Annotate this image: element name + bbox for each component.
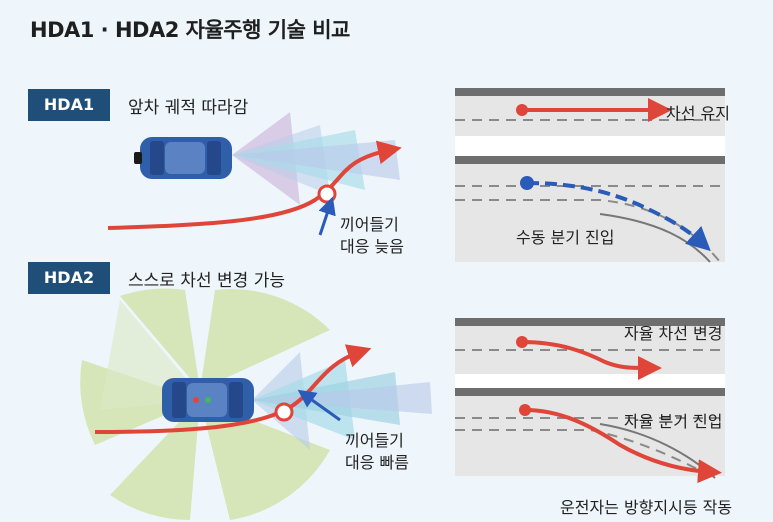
hda1-subtitle: 앞차 궤적 따라감 xyxy=(128,98,249,118)
hda1-lane-keep-label: 차선 유지 xyxy=(666,104,730,123)
hda1-cut-in-label: 끼어들기 대응 늦음 xyxy=(340,214,404,258)
hda1-car xyxy=(134,137,232,179)
hda2-cut-in-line1: 끼어들기 xyxy=(345,431,404,450)
hda1-trajectory xyxy=(107,140,402,230)
hda2-lane-change-dot xyxy=(516,336,528,348)
hda2-cut-in-label: 끼어들기 대응 빠름 xyxy=(345,430,409,474)
hda2-auto-branch-dot xyxy=(519,404,531,416)
hda1-road-bottom xyxy=(455,164,725,263)
hda2-cut-in-line2: 대응 빠름 xyxy=(345,453,409,472)
hda2-cut-in-point xyxy=(274,402,294,422)
hda1-cut-in-line2: 대응 늦음 xyxy=(340,237,404,256)
hda2-cut-in-pointer xyxy=(297,389,341,422)
hda1-road-top xyxy=(455,88,725,164)
hda2-subtitle: 스스로 차선 변경 가능 xyxy=(128,271,285,291)
hda2-auto-branch-label: 자율 분기 진입 xyxy=(624,412,723,431)
hda1-manual-branch-dot xyxy=(520,176,534,190)
hda2-badge: HDA2 xyxy=(28,262,110,294)
hda2-auto-branch-arrow xyxy=(524,408,722,484)
hda1-manual-branch-arrow xyxy=(526,181,711,252)
hda1-cut-in-pointer xyxy=(318,196,336,236)
hda1-badge: HDA1 xyxy=(28,89,110,121)
hda1-cut-in-line1: 끼어들기 xyxy=(340,215,399,234)
page-title: HDA1 · HDA2 자율주행 기술 비교 xyxy=(30,18,350,42)
hda2-turn-signal-label: 운전자는 방향지시등 작동 xyxy=(560,498,733,517)
hda1-cut-in-point xyxy=(317,184,337,204)
hda2-car xyxy=(162,378,254,422)
hda2-lane-change-arrow xyxy=(521,340,662,380)
hda1-sensor-cone xyxy=(232,112,400,205)
hda2-lane-change-label: 자율 차선 변경 xyxy=(624,324,723,343)
hda1-lane-keep-dot xyxy=(516,104,528,116)
hda1-manual-branch-label: 수동 분기 진입 xyxy=(516,228,615,247)
